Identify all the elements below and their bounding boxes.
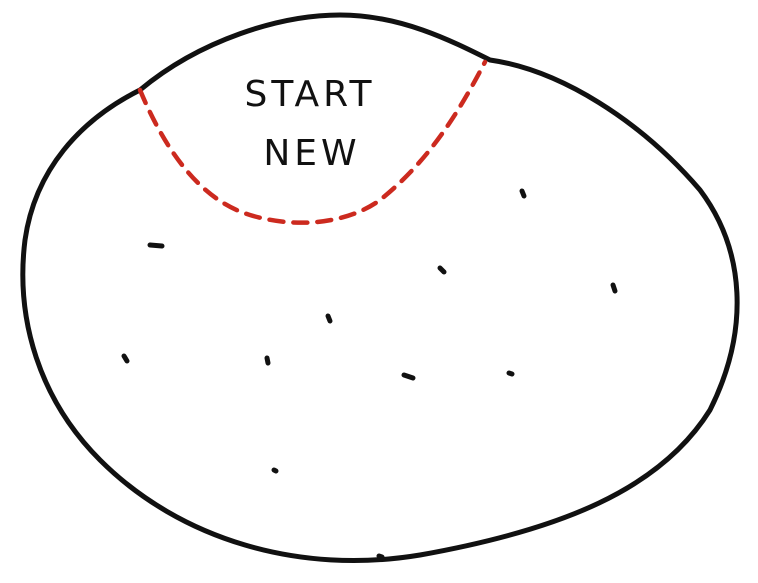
dot — [325, 313, 333, 324]
region-label-start: START — [244, 74, 375, 115]
dot — [610, 282, 618, 294]
blob-outline — [20, 12, 740, 563]
dot — [121, 353, 130, 364]
dot — [271, 467, 279, 474]
dot — [519, 188, 527, 199]
dot — [401, 372, 416, 381]
start-new-dashed-boundary — [137, 59, 488, 225]
dot — [147, 242, 165, 249]
dot — [506, 370, 515, 377]
dot — [264, 355, 271, 366]
dots — [121, 188, 618, 560]
dot — [376, 553, 385, 560]
region-label-new: NEW — [263, 133, 360, 174]
dot — [437, 265, 447, 275]
